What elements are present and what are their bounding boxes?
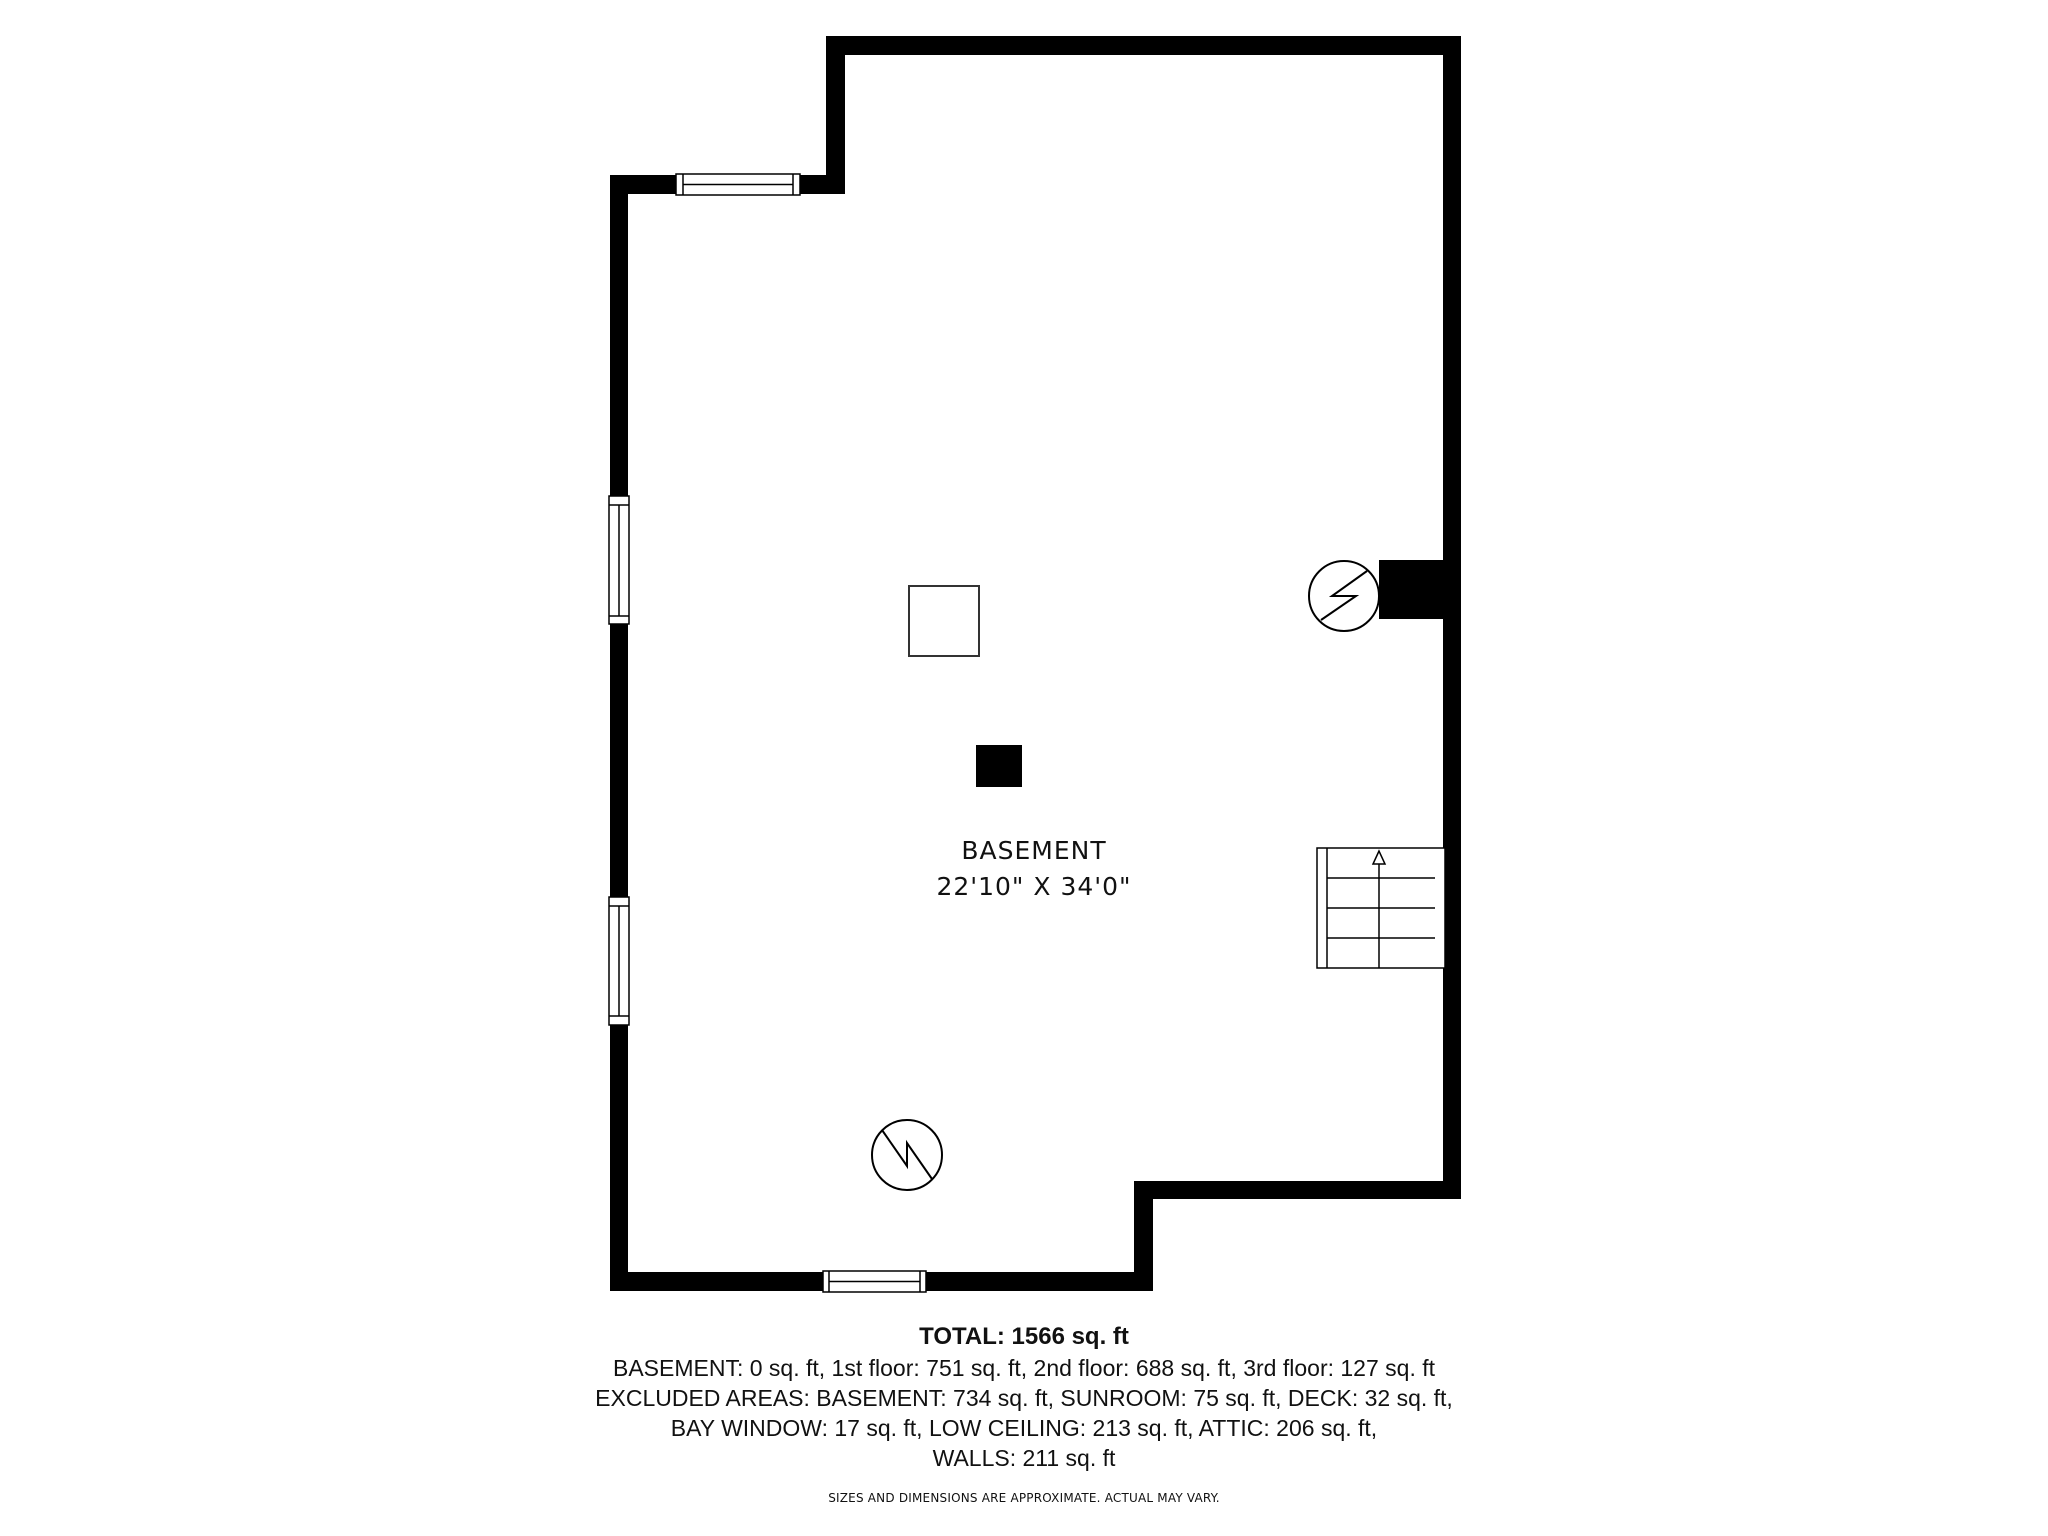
exterior-walls: [610, 36, 1461, 1291]
excluded-areas-line: WALLS: 211 sq. ft: [932, 1445, 1116, 1471]
disclaimer-text: SIZES AND DIMENSIONS ARE APPROXIMATE. AC…: [828, 1491, 1220, 1505]
room-name-label: BASEMENT: [961, 836, 1107, 865]
electrical-panel-icon: [1308, 560, 1380, 632]
chimney-icon: [1379, 560, 1445, 619]
room-dimensions-label: 22'10" X 34'0": [936, 872, 1132, 901]
excluded-areas-line: EXCLUDED AREAS: BASEMENT: 734 sq. ft, SU…: [595, 1385, 1453, 1411]
water-heater-icon: [871, 1119, 943, 1191]
stairs-icon: [1316, 847, 1446, 969]
total-area-heading: TOTAL: 1566 sq. ft: [919, 1323, 1129, 1350]
excluded-areas-line: BAY WINDOW: 17 sq. ft, LOW CEILING: 213 …: [670, 1415, 1378, 1441]
support-post-icon: [976, 745, 1022, 787]
area-breakdown-line: BASEMENT: 0 sq. ft, 1st floor: 751 sq. f…: [612, 1355, 1435, 1381]
window-icon: [822, 1270, 927, 1293]
window-icon: [675, 173, 801, 196]
floor-opening-icon: [908, 585, 980, 657]
window-icon: [608, 896, 630, 1026]
window-icon: [608, 495, 630, 625]
